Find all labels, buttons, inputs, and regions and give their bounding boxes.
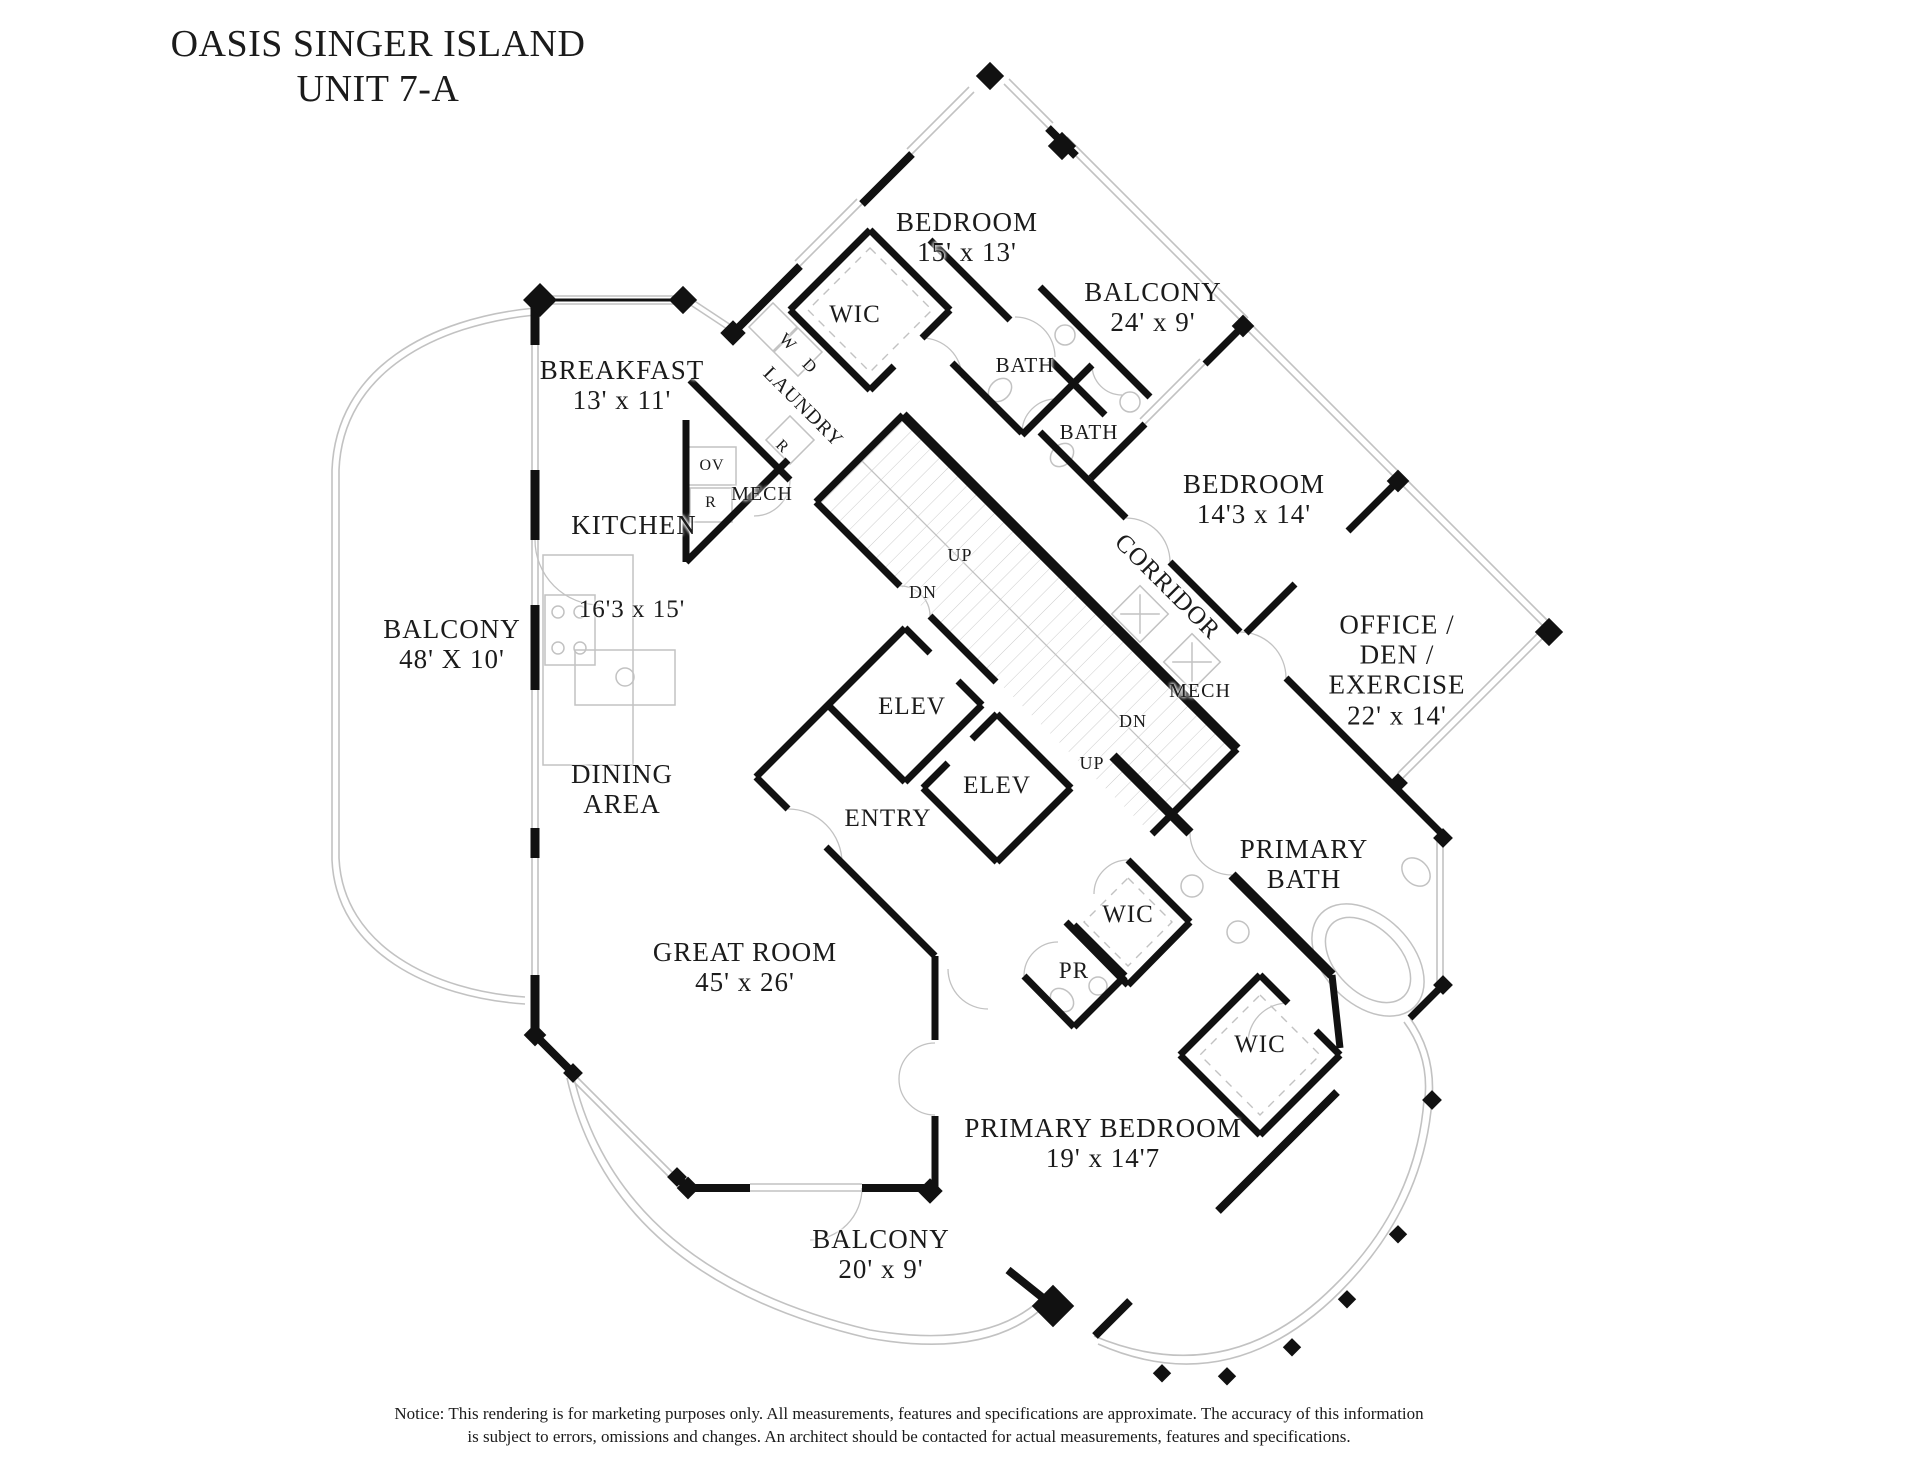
label-refrigerator-1: R bbox=[705, 494, 717, 512]
disclaimer-notice: Notice: This rendering is for marketing … bbox=[329, 1402, 1489, 1448]
label-wic-3: WIC bbox=[1234, 1031, 1286, 1058]
label-laundry: LAUNDRY bbox=[758, 362, 848, 452]
label-stairs-up-2: UP bbox=[1079, 752, 1105, 773]
label-stairs-down-2: DN bbox=[1119, 710, 1147, 731]
label-elevator-2: ELEV bbox=[963, 772, 1031, 799]
interior-walls bbox=[682, 227, 1446, 1190]
label-mech-2: MECH bbox=[1169, 679, 1231, 702]
door-arcs bbox=[534, 316, 1289, 1241]
corner-blocks bbox=[523, 61, 1564, 1386]
label-entry: ENTRY bbox=[844, 805, 932, 832]
label-powder-room: PR bbox=[1058, 958, 1090, 984]
core-walls bbox=[899, 411, 1336, 979]
label-elevator-1: ELEV bbox=[878, 693, 946, 720]
closet-dashes bbox=[807, 247, 1321, 1116]
label-stairs-up-1: UP bbox=[947, 544, 973, 565]
label-washer: W bbox=[775, 329, 801, 355]
label-bath-2: BATH bbox=[1059, 420, 1119, 445]
disclaimer-line2: is subject to errors, omissions and chan… bbox=[467, 1427, 1351, 1446]
label-mech-1: MECH bbox=[731, 482, 793, 505]
plan-title-line1: OASIS SINGER ISLAND bbox=[170, 23, 586, 65]
label-kitchen-dims: 16'3 x 15' bbox=[578, 596, 686, 623]
label-refrigerator-2: R bbox=[772, 436, 793, 457]
label-kitchen: KITCHEN bbox=[571, 509, 697, 540]
label-bath-1: BATH bbox=[995, 353, 1055, 378]
label-stairs-down-1: DN bbox=[909, 581, 937, 602]
label-wic-1: WIC bbox=[829, 301, 881, 328]
label-oven: OV bbox=[699, 457, 725, 475]
label-corridor: CORRIDOR bbox=[1109, 528, 1226, 645]
disclaimer-line1: Notice: This rendering is for marketing … bbox=[394, 1404, 1424, 1423]
label-wic-2: WIC bbox=[1102, 901, 1154, 928]
plan-title-line2: UNIT 7-A bbox=[296, 67, 460, 110]
label-dryer: D bbox=[798, 354, 822, 378]
plan-title: OASIS SINGER ISLAND UNIT 7-A bbox=[171, 22, 586, 112]
